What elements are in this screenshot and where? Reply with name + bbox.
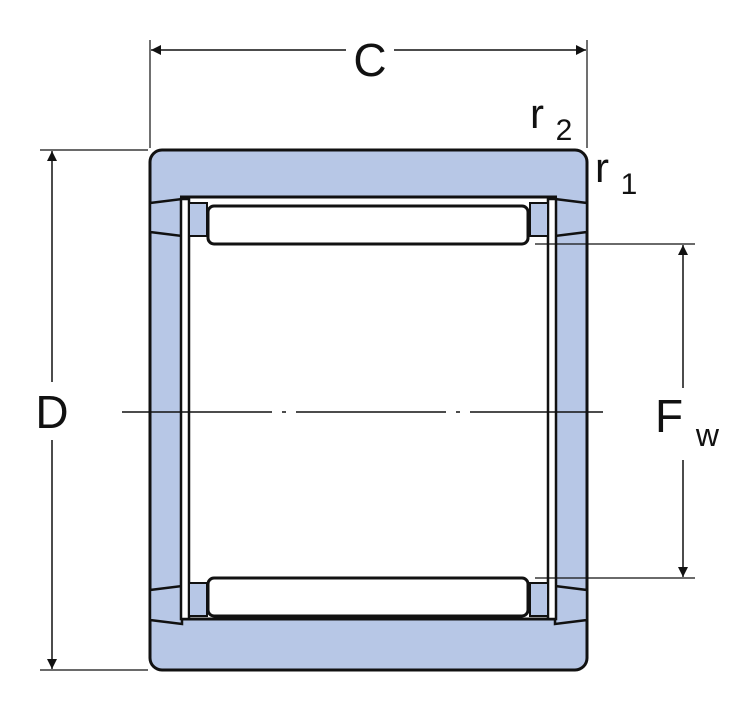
dimension-c-label: C — [353, 34, 386, 86]
right-bottom-lip — [553, 584, 589, 626]
left-bottom-lip — [148, 584, 184, 626]
radius-r2-label: r 2 — [530, 90, 572, 147]
dimension-fw-main: F — [655, 390, 683, 442]
left-top-lip — [148, 197, 184, 238]
radius-r1-main: r — [595, 144, 609, 191]
cage-bottom-right-pocket — [529, 582, 549, 617]
cage-left-bar — [179, 197, 191, 621]
radius-r1-sub: 1 — [621, 168, 638, 201]
needle-roller-bottom — [206, 576, 530, 618]
cup-bore-window — [180, 197, 557, 619]
cage — [179, 197, 558, 621]
cage-top-left-pocket — [188, 202, 208, 237]
dimension-fw-label: F w — [655, 390, 720, 453]
dimension-d: D — [35, 149, 148, 671]
outer-cup — [148, 148, 589, 672]
dimension-fw-sub: w — [695, 417, 720, 453]
cage-right-bar — [546, 197, 558, 621]
dimension-c: C — [149, 34, 588, 148]
right-top-lip — [553, 197, 589, 238]
radius-r2-sub: 2 — [556, 114, 573, 147]
needle-roller-top — [206, 204, 530, 246]
cage-bottom-left-pocket — [188, 582, 208, 617]
dimension-d-label: D — [35, 386, 68, 438]
dimension-fw: F w — [535, 243, 720, 579]
cage-top-right-pocket — [529, 202, 549, 237]
radius-r2-main: r — [530, 90, 544, 137]
radius-r1-label: r 1 — [595, 144, 637, 201]
